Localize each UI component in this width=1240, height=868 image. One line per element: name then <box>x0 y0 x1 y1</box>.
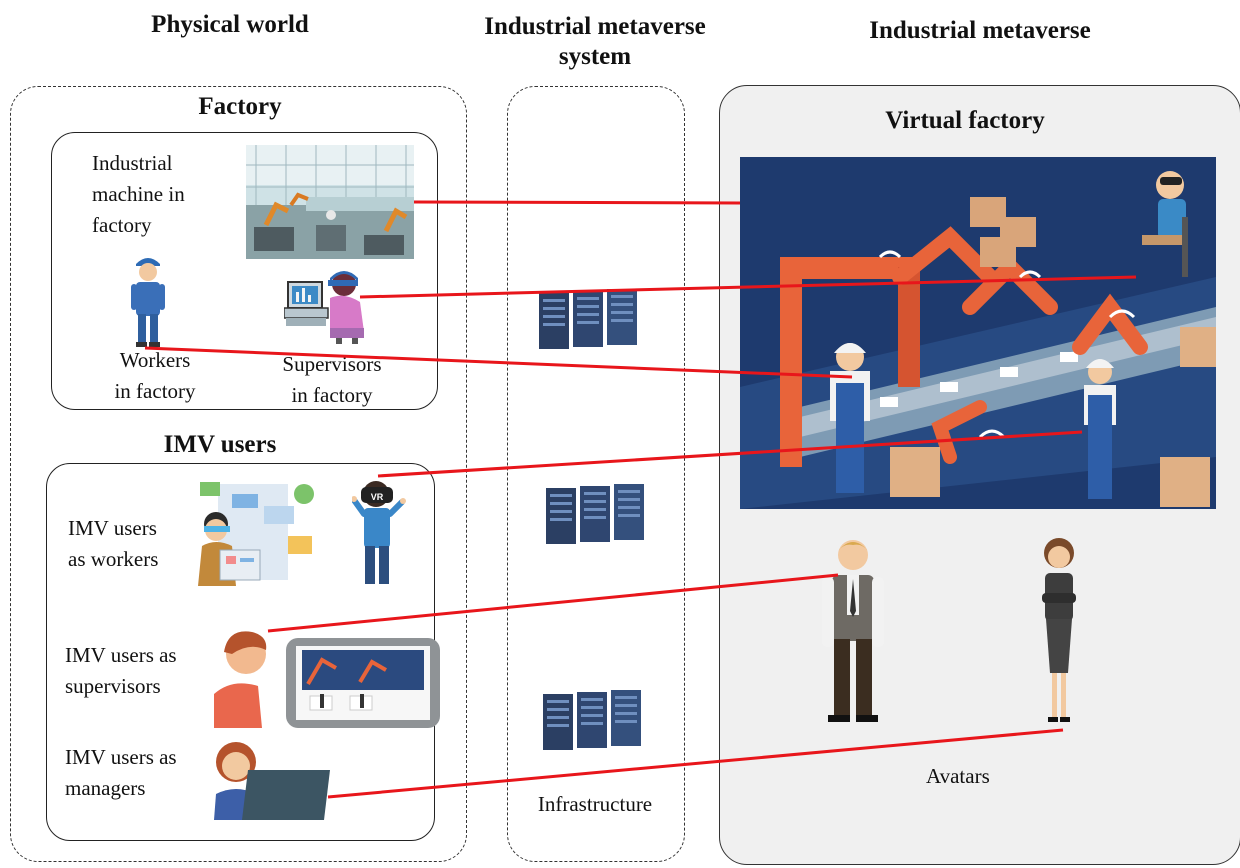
machine-label-line2: machine in <box>92 182 185 206</box>
machine-label-line3: factory <box>92 213 152 237</box>
workers-label-line2: in factory <box>114 379 196 403</box>
imv-workers-label: IMV users as workers <box>68 513 158 575</box>
imv-supervisor-illustration <box>210 624 442 728</box>
physical-world-heading: Physical world <box>151 11 309 38</box>
workers-label-line1: Workers <box>119 348 191 372</box>
imv-supervisors-line1: IMV users as <box>65 643 177 667</box>
system-heading-line2: system <box>558 43 632 70</box>
supervisors-label-line1: Supervisors <box>282 352 382 376</box>
avatars-label: Avatars <box>926 764 990 788</box>
virtual-factory-title: Virtual factory <box>885 107 1045 134</box>
industrial-metaverse-heading: Industrial metaverse <box>869 17 1091 44</box>
factory-title: Factory <box>198 93 282 120</box>
imv-worker-vr-icon: VR <box>352 478 408 588</box>
avatar-woman <box>1034 533 1084 725</box>
imv-workers-line1: IMV users <box>68 516 157 540</box>
imv-supervisors-label: IMV users as supervisors <box>65 640 177 702</box>
factory-supervisor-icon <box>284 268 368 344</box>
server-rack-3 <box>543 690 643 750</box>
infrastructure-label: Infrastructure <box>537 792 653 816</box>
industrial-machine-label: Industrial machine in factory <box>92 148 185 241</box>
workers-label: Workers in factory <box>95 345 215 407</box>
supervisors-label-line2: in factory <box>291 383 373 407</box>
system-heading-line1: Industrial metaverse <box>484 13 706 40</box>
vr-headset-text: VR <box>371 492 384 502</box>
virtual-factory-scene <box>740 157 1216 509</box>
machine-label-line1: Industrial <box>92 151 173 175</box>
imv-managers-line2: managers <box>65 776 146 800</box>
factory-machine-image <box>246 145 414 259</box>
factory-worker-icon <box>128 252 168 348</box>
imv-worker-ar-illustration <box>192 476 320 586</box>
imv-managers-label: IMV users as managers <box>65 742 177 804</box>
server-rack-1 <box>539 289 639 349</box>
supervisors-label: Supervisors in factory <box>262 349 402 411</box>
avatar-man <box>818 535 888 723</box>
imv-managers-line1: IMV users as <box>65 745 177 769</box>
imv-users-title: IMV users <box>163 431 277 458</box>
server-rack-2 <box>546 484 646 544</box>
imv-workers-line2: as workers <box>68 547 159 571</box>
system-heading: Industrial metaverse system <box>440 12 750 72</box>
imv-manager-illustration <box>208 740 330 820</box>
imv-supervisors-line2: supervisors <box>65 674 161 698</box>
